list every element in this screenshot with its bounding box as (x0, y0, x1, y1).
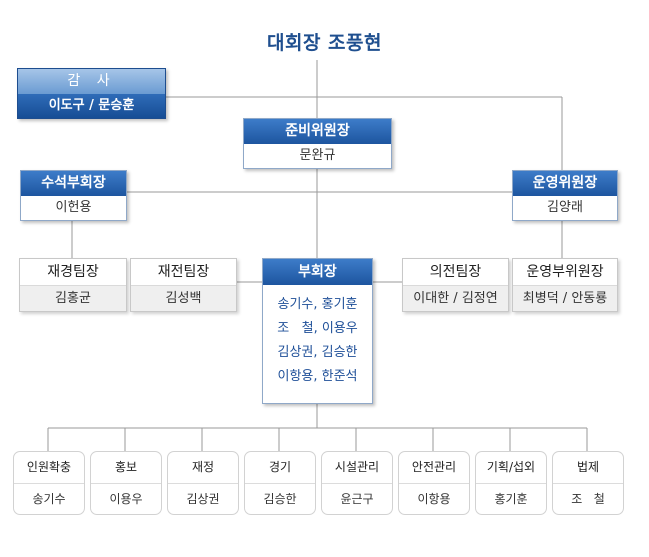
dept-box: 홍보 이용우 (90, 451, 162, 515)
dept-name: 조 철 (571, 492, 605, 506)
team-name: 이대한 / 김정연 (403, 286, 508, 311)
team-name: 김홍균 (20, 286, 126, 311)
dept-name: 홍기훈 (494, 492, 528, 506)
dept-title: 경기 (245, 452, 315, 484)
dept-title: 인원확충 (14, 452, 84, 484)
dept-title: 법제 (553, 452, 623, 484)
senior-vice-box: 수석부회장 이헌용 (20, 170, 127, 221)
team-title: 운영부위원장 (513, 259, 617, 286)
team-title: 의전팀장 (403, 259, 508, 286)
senior-vice-name: 이헌용 (55, 200, 92, 215)
vice-member: 송기수, 홍기훈 (277, 297, 358, 312)
dept-name: 김상권 (186, 492, 220, 506)
dept-title: 재정 (168, 452, 238, 484)
ops-chair-box: 운영위원장 김양래 (512, 170, 618, 221)
dept-name: 이항용 (417, 492, 451, 506)
team-name: 김성백 (131, 286, 236, 311)
dept-title: 안전관리 (399, 452, 469, 484)
dept-box: 경기 김승한 (244, 451, 316, 515)
prep-chair-name: 문완규 (299, 148, 336, 163)
vice-member: 조 철, 이용우 (277, 321, 358, 336)
dept-title: 시설관리 (322, 452, 392, 484)
ops-chair-name: 김양래 (547, 200, 583, 215)
vice-member: 김상권, 김승한 (277, 345, 358, 360)
president-title: 대회장 조풍현 (267, 32, 382, 54)
team-box: 의전팀장 이대한 / 김정연 (402, 258, 509, 312)
dept-title: 기획/섭외 (476, 452, 546, 484)
audit-box: 감 사 이도구 / 문승훈 (17, 68, 166, 119)
dept-box: 시설관리 윤근구 (321, 451, 393, 515)
vice-members: 송기수, 홍기훈 조 철, 이용우 김상권, 김승한 이항용, 한준석 (263, 285, 372, 389)
team-title: 재전팀장 (131, 259, 236, 286)
dept-name: 송기수 (32, 492, 66, 506)
dept-name: 김승한 (263, 492, 297, 506)
vice-title: 부회장 (263, 259, 372, 285)
dept-box: 안전관리 이항용 (398, 451, 470, 515)
vice-member: 이항용, 한준석 (277, 369, 358, 384)
dept-name: 윤근구 (340, 492, 374, 506)
dept-name: 이용우 (109, 492, 143, 506)
audit-names: 이도구 / 문승훈 (18, 94, 165, 118)
senior-vice-title: 수석부회장 (21, 171, 126, 196)
ops-chair-title: 운영위원장 (513, 171, 617, 196)
prep-chair-title: 준비위원장 (244, 119, 391, 144)
team-title: 재경팀장 (20, 259, 126, 286)
dept-box: 재정 김상권 (167, 451, 239, 515)
team-name: 최병덕 / 안동룡 (513, 286, 617, 311)
team-box: 재경팀장 김홍균 (19, 258, 127, 312)
prep-chair-box: 준비위원장 문완규 (243, 118, 392, 169)
dept-box: 인원확충 송기수 (13, 451, 85, 515)
dept-box: 법제 조 철 (552, 451, 624, 515)
team-box: 운영부위원장 최병덕 / 안동룡 (512, 258, 618, 312)
audit-title: 감 사 (18, 69, 165, 94)
team-box: 재전팀장 김성백 (130, 258, 237, 312)
dept-box: 기획/섭외 홍기훈 (475, 451, 547, 515)
dept-title: 홍보 (91, 452, 161, 484)
vice-box: 부회장 송기수, 홍기훈 조 철, 이용우 김상권, 김승한 이항용, 한준석 (262, 258, 373, 404)
